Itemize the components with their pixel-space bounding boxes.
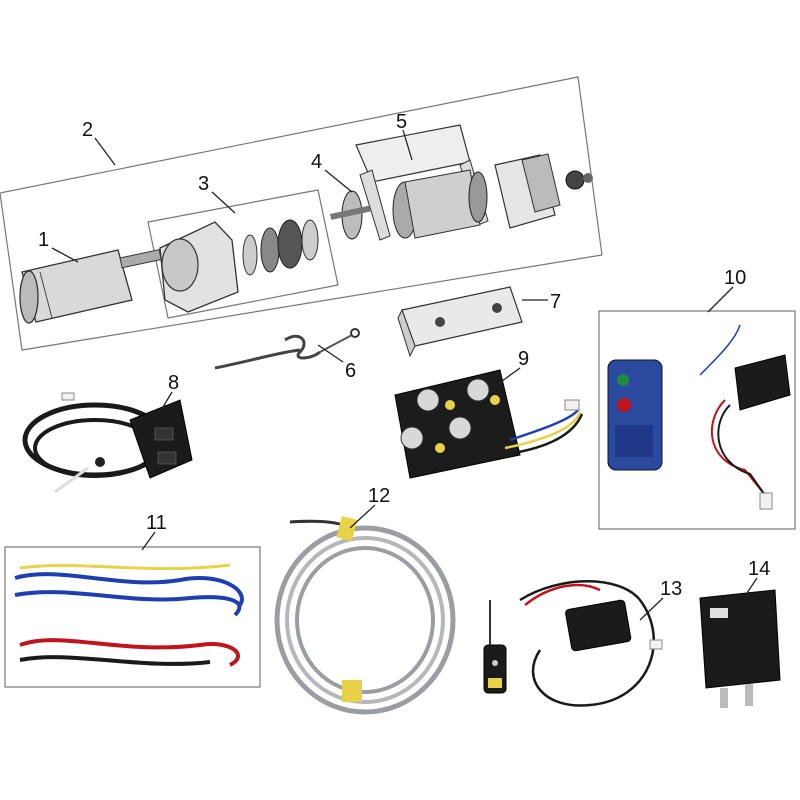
callout-7: 7	[550, 291, 561, 313]
switch-cable-part	[22, 392, 193, 494]
wire-rope-part	[274, 516, 456, 715]
leader-5	[402, 129, 413, 161]
leader-1	[51, 247, 79, 263]
leader-4	[324, 169, 353, 193]
leader-2	[94, 137, 116, 166]
relay-part	[699, 589, 781, 708]
winch-assembly-group	[0, 76, 603, 351]
callout-10: 10	[724, 267, 746, 289]
callout-12: 12	[368, 485, 390, 507]
solenoid-part	[394, 369, 584, 479]
callout-5: 5	[396, 111, 407, 133]
cables-part	[4, 546, 261, 688]
leader-9	[497, 367, 521, 385]
fairlead-part	[397, 286, 523, 358]
leader-8	[159, 391, 173, 413]
callout-14: 14	[748, 558, 770, 580]
callout-2: 2	[82, 119, 93, 141]
leader-13	[639, 597, 664, 621]
drum-frame-part	[355, 124, 489, 241]
callout-6: 6	[345, 360, 356, 382]
wireless-control-part	[483, 580, 663, 707]
callout-9: 9	[518, 348, 529, 370]
callout-13: 13	[660, 578, 682, 600]
cables-outline-box	[4, 546, 261, 688]
callout-8: 8	[168, 372, 179, 394]
remote-kit-outline-box	[598, 310, 796, 530]
assembly-outline-box	[0, 76, 603, 351]
gearbox-part	[159, 219, 319, 313]
leader-3	[211, 191, 236, 214]
hook-strap-part	[214, 328, 360, 370]
callout-11: 11	[146, 512, 167, 534]
end-housing-part	[494, 153, 593, 229]
callout-4: 4	[311, 151, 322, 173]
gearbox-outline-box	[147, 189, 339, 319]
leader-10	[707, 286, 734, 313]
leader-14	[744, 577, 758, 597]
leader-lines	[51, 129, 758, 621]
remote-kit-part	[598, 310, 796, 530]
callout-labels: 1 2 3 4 5 6 7 8 9 10 11 12 13 14	[38, 111, 770, 600]
motor-part	[19, 249, 162, 324]
callout-1: 1	[38, 229, 49, 251]
drum-gear-part	[330, 190, 371, 240]
leader-12	[349, 504, 376, 529]
leader-11	[141, 531, 156, 551]
callout-3: 3	[198, 173, 209, 195]
leader-6	[317, 344, 344, 363]
